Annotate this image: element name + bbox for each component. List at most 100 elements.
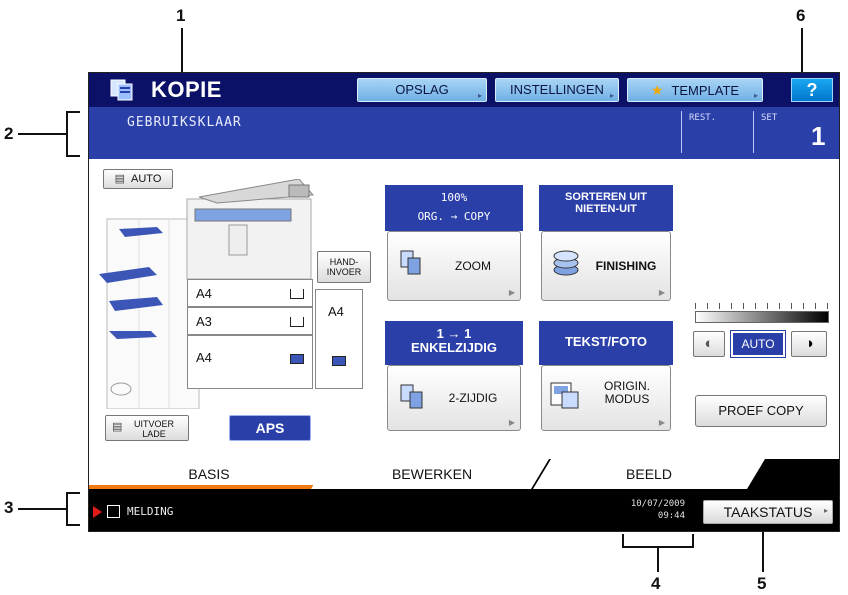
status-message: GEBRUIKSKLAAR: [127, 115, 242, 130]
callout-4-bracket-r: [692, 534, 694, 548]
callout-2: 2: [4, 124, 14, 143]
tray-1-size: A4: [196, 286, 212, 301]
tray-2[interactable]: A3: [187, 307, 313, 335]
finishing-label: FINISHING: [595, 259, 657, 273]
output-tray-label-1: UITVOER: [133, 419, 174, 429]
original-mode-label-2: MODUS: [604, 392, 650, 406]
tab-beeld[interactable]: BEELD: [626, 466, 672, 482]
callout-3-bracket-b: [66, 524, 80, 526]
template-button[interactable]: ★ TEMPLATE ▸: [627, 78, 763, 102]
copier-panel: KOPIE OPSLAG ▸ INSTELLINGEN ▸ ★ TEMPLATE …: [88, 72, 840, 532]
tab-shapes: [311, 459, 765, 489]
original-auto-label: AUTO: [131, 173, 162, 185]
tab-basis[interactable]: BASIS: [89, 459, 329, 489]
original-mode-display: TEKST/FOTO: [539, 321, 673, 365]
original-mode-label: ORIGIN. MODUS: [590, 380, 664, 406]
status-divider: [681, 111, 682, 153]
tray-2-size: A3: [196, 314, 212, 329]
original-mode-label-1: ORIGIN.: [603, 379, 650, 393]
submenu-arrow-icon: ▶: [658, 288, 665, 297]
output-tray-button[interactable]: ▤ UITVOER LADE: [105, 415, 189, 441]
proof-copy-button[interactable]: PROEF COPY: [695, 395, 827, 427]
title-bar: KOPIE OPSLAG ▸ INSTELLINGEN ▸ ★ TEMPLATE …: [89, 73, 839, 107]
instellingen-label: INSTELLINGEN: [510, 82, 604, 97]
callout-4: 4: [651, 574, 661, 593]
finishing-setting-display: SORTEREN UIT NIETEN-UIT: [539, 185, 673, 231]
template-label: TEMPLATE: [671, 83, 740, 98]
bypass-label-2: INVOER: [326, 267, 362, 277]
tab-bewerken[interactable]: BEWERKEN: [391, 466, 473, 482]
duplex-icon: [400, 384, 423, 409]
bypass-paper-size: A4: [328, 304, 344, 319]
dark-half-circle-icon: ◑: [804, 335, 814, 352]
density-ticks: [695, 303, 829, 309]
output-tray-icon: ▤: [112, 421, 123, 433]
zoom-direction: ORG. → COPY: [417, 210, 491, 223]
original-auto-button[interactable]: ▤ AUTO: [103, 169, 173, 189]
callout-4-bracket-l: [622, 534, 624, 548]
aps-button[interactable]: APS: [229, 415, 311, 441]
status-divider: [753, 111, 754, 153]
callout-2-bracket-v: [66, 111, 68, 157]
text-photo-icon: [550, 382, 579, 409]
submenu-arrow-icon: ▸: [477, 91, 482, 100]
paper-stack-icon: [290, 354, 304, 364]
opslag-button[interactable]: OPSLAG ▸: [357, 78, 487, 102]
status-area: GEBRUIKSKLAAR REST. SET 1: [89, 107, 839, 159]
play-arrow-icon: [93, 506, 102, 518]
callout-5: 5: [757, 574, 767, 593]
original-mode-button[interactable]: ORIGIN. MODUS ▶: [541, 365, 671, 431]
callout-2-bracket-b: [66, 155, 80, 157]
tray-3[interactable]: A4: [187, 335, 313, 389]
zoom-button[interactable]: ZOOM ▶: [387, 231, 521, 301]
callout-3-bracket-v: [66, 492, 68, 526]
paper-stack-icon: [332, 356, 346, 366]
message-list-icon: [107, 505, 120, 518]
date-time: 10/07/2009 09:44: [605, 498, 685, 522]
paper-icon: [290, 289, 304, 299]
finishing-icon: [553, 250, 579, 276]
instellingen-button[interactable]: INSTELLINGEN ▸: [495, 78, 619, 102]
help-button[interactable]: ?: [791, 78, 833, 102]
submenu-arrow-icon: ▸: [823, 506, 828, 515]
submenu-arrow-icon: ▸: [753, 91, 758, 100]
set-label: SET: [761, 113, 778, 123]
copier-machine-illustration: [99, 179, 315, 409]
tab-bar: BASIS BEWERKEN BEELD: [89, 459, 839, 493]
submenu-arrow-icon: ▸: [609, 91, 614, 100]
callout-2-bracket-t: [66, 111, 80, 113]
submenu-arrow-icon: ▶: [508, 288, 515, 297]
star-icon: ★: [650, 82, 664, 98]
callout-2-line: [18, 133, 68, 135]
density-darker-button[interactable]: ◑: [791, 331, 827, 357]
rest-label: REST.: [689, 113, 717, 123]
tray-1[interactable]: A4: [187, 279, 313, 307]
callout-3: 3: [4, 498, 14, 517]
callout-3-line: [18, 508, 68, 510]
job-status-label: TAAKSTATUS: [723, 504, 813, 520]
message-bar: MELDING 10/07/2009 09:44 TAAKSTATUS ▸: [89, 493, 839, 531]
light-half-circle-icon: ◐: [704, 335, 714, 352]
opslag-label: OPSLAG: [395, 82, 449, 97]
zoom-label: ZOOM: [455, 259, 491, 273]
bypass-label-1: HAND-: [329, 257, 359, 267]
set-count: 1: [811, 121, 826, 151]
density-auto-button[interactable]: AUTO: [730, 330, 786, 358]
original-mode-value: TEKST/FOTO: [564, 334, 648, 349]
bypass-paper[interactable]: A4: [315, 289, 363, 389]
paper-stack-icon: ▤: [114, 173, 126, 185]
submenu-arrow-icon: ▶: [658, 418, 665, 427]
duplex-mode-name: ENKELZIJDIG: [411, 340, 497, 355]
copy-icon: [110, 79, 133, 101]
job-status-button[interactable]: TAAKSTATUS ▸: [703, 500, 833, 524]
zoom-setting-display: 100% ORG. → COPY: [385, 185, 523, 231]
bypass-tray-button[interactable]: HAND- INVOER: [317, 251, 371, 283]
app-title: KOPIE: [151, 77, 222, 102]
density-lighter-button[interactable]: ◐: [693, 331, 725, 357]
duplex-button[interactable]: 2-ZIJDIG ▶: [387, 365, 521, 431]
finishing-sort: SORTEREN UIT: [565, 191, 647, 203]
density-scale: [695, 311, 829, 323]
duplex-setting-display: 1 → 1 ENKELZIJDIG: [385, 321, 523, 365]
date: 10/07/2009: [630, 499, 685, 509]
finishing-button[interactable]: FINISHING ▶: [541, 231, 671, 301]
